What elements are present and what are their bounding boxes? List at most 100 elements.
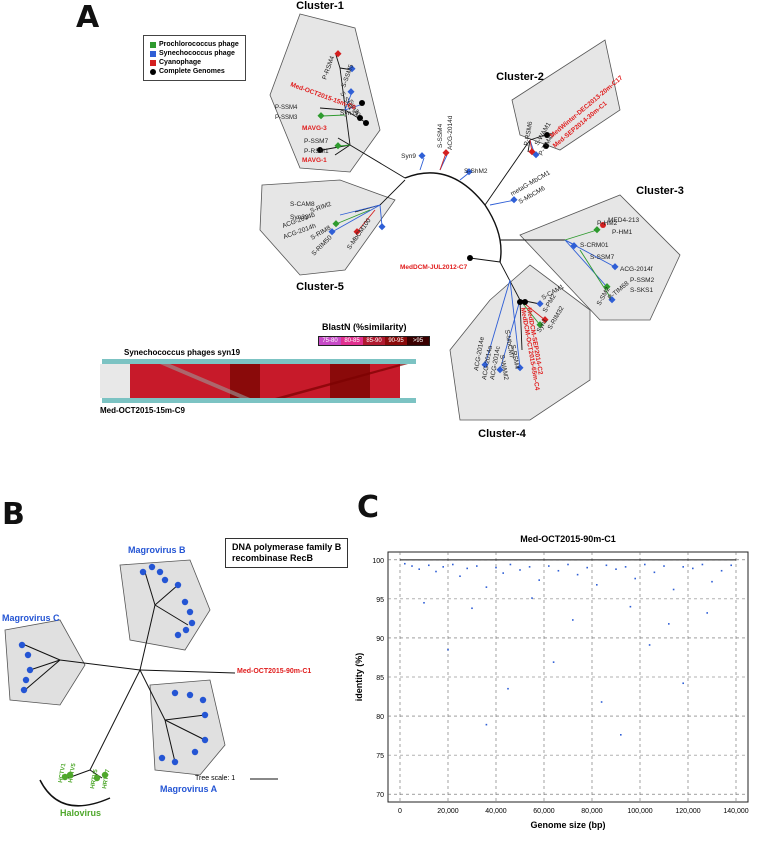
- data-point: [596, 584, 598, 586]
- y-tick-label: 70: [376, 792, 384, 799]
- data-point: [519, 569, 521, 571]
- marker-syn19: [363, 120, 369, 126]
- data-point: [476, 565, 478, 567]
- leaf-s-ssm7: S-SSM7: [590, 254, 615, 261]
- marker-p-ssm2: [603, 283, 611, 291]
- leaf-s-crm01: S-CRM01: [580, 242, 609, 249]
- blast-bin-95: >95: [407, 337, 429, 345]
- data-point: [557, 569, 560, 572]
- marker-c17: [544, 132, 550, 138]
- data-point: [528, 566, 531, 568]
- marker-s-sm2: [608, 296, 616, 304]
- black-circle-icon: [150, 68, 156, 75]
- marker-syn30: [359, 100, 365, 106]
- marker-syn9: [418, 152, 426, 160]
- marker-med-oct2015: [357, 115, 363, 121]
- data-point: [586, 566, 588, 569]
- panel-letter-a: A: [76, 0, 100, 35]
- marker-p-hm2: [593, 226, 601, 234]
- data-point: [692, 567, 694, 570]
- marker-syn1: [536, 321, 544, 329]
- cluster-3-hull: [519, 194, 681, 321]
- magrovirus-a-hull: [149, 679, 226, 776]
- panel-letter-c: C: [357, 490, 380, 525]
- x-tick-label: 100,000: [627, 808, 652, 815]
- data-point: [672, 588, 675, 591]
- x-tick-label: 80,000: [581, 808, 603, 815]
- leaf-p-ssm7: P-SSM7: [304, 138, 329, 145]
- marker-s-mbcm100: [378, 223, 386, 231]
- halovirus-leaf-labels: HCTV1 HCTV5 HRTV5 HRTV7: [58, 762, 111, 789]
- marker-c4: [517, 299, 523, 305]
- y-tick-label: 95: [376, 597, 384, 604]
- blast-top-label: Synechococcus phages syn19: [124, 348, 241, 357]
- marker-s-wam1: [532, 151, 540, 159]
- data-point: [730, 564, 732, 567]
- marker-s-rim8: [353, 228, 361, 236]
- data-point: [459, 575, 461, 578]
- data-point: [605, 564, 608, 567]
- y-tick-label: 100: [372, 558, 384, 565]
- leaf-med4-213: MED4-213: [608, 217, 639, 224]
- data-point: [644, 563, 646, 566]
- data-point: [701, 563, 704, 566]
- data-point: [509, 563, 512, 566]
- blast-title: BlastN (%similarity): [322, 322, 407, 332]
- halo-leaf-hrtv7: HRTV7: [102, 768, 111, 789]
- data-point: [538, 579, 540, 581]
- marker-p-ssm4: [317, 112, 325, 120]
- y-tick-label: 80: [376, 714, 384, 721]
- legend-item-prochlorococcus: Prochlorococcus phage: [150, 40, 239, 49]
- y-tick-label: 85: [376, 675, 384, 682]
- leaf-p-rsm6: P-RSM6: [523, 121, 534, 147]
- data-point: [576, 573, 579, 576]
- genome-track-bottom: [102, 398, 416, 403]
- data-point: [620, 734, 622, 736]
- leaf-p-rsm1: P-RSM1: [304, 148, 329, 155]
- tree-b-branches: [24, 571, 236, 779]
- cluster-3-label: Cluster-3: [636, 185, 684, 197]
- unaligned-region: [100, 364, 130, 398]
- tree-scale-label: Tree scale: 1: [195, 775, 236, 782]
- marker-acg-2014a: [496, 366, 504, 374]
- marker-s-cam1: [536, 300, 544, 308]
- gene-box-line-2: recombinase RecB: [232, 553, 314, 563]
- leaf-s-ssm4: S-SSM4: [437, 123, 444, 148]
- leaf-mavg-1: MAVG-1: [302, 157, 327, 164]
- lone-branch: [469, 257, 501, 263]
- marker-s-shm2: [465, 168, 473, 176]
- marker-s-crm01: [570, 242, 578, 250]
- cluster-1-label: Cluster-1: [296, 0, 344, 12]
- y-tick-label: 75: [376, 753, 384, 760]
- x-tick-label: 60,000: [533, 808, 555, 815]
- leaf-acg-2014d: ACG-2014d: [447, 115, 454, 150]
- marker-mavg1: [317, 147, 323, 153]
- marker-jul2012: [467, 255, 473, 261]
- halovirus-label: Halovirus: [60, 808, 102, 818]
- leaf-s-shm2: S-ShM2: [464, 168, 488, 175]
- halo-leaf-hrtv5: HRTV5: [90, 768, 99, 789]
- data-point: [711, 580, 713, 583]
- marker-s-rim32: [541, 316, 549, 324]
- cluster-1-branches: [319, 54, 406, 179]
- marker-c2: [522, 299, 528, 305]
- query-label: Med-OCT2015-90m-C1: [237, 668, 312, 675]
- cluster-5-label: Cluster-5: [296, 281, 344, 293]
- x-tick-label: 140,000: [723, 808, 748, 815]
- legend-item-complete-genomes: Complete Genomes: [150, 67, 239, 76]
- blast-bin-85-90: 85-90: [363, 337, 385, 345]
- marker-s-mbcm6: [510, 196, 518, 204]
- tree-backbone: [404, 172, 502, 263]
- data-point: [531, 597, 533, 599]
- blast-bin-90-95: 90-95: [385, 337, 407, 345]
- leaf-p-hm2: P-HM2: [597, 220, 618, 227]
- halo-leaf-hctv1: HCTV1: [58, 762, 67, 783]
- blast-bin-80-85: 80-85: [341, 337, 363, 345]
- blast-bin-75-80: 75-80: [319, 337, 341, 345]
- cluster-2-hull: [511, 39, 621, 151]
- data-point: [624, 566, 627, 568]
- cluster-4-hull: [449, 264, 591, 421]
- leaf-acg-2014f: ACG-2014f: [620, 266, 653, 273]
- legend-item-cyanophage: Cyanophage: [150, 58, 239, 67]
